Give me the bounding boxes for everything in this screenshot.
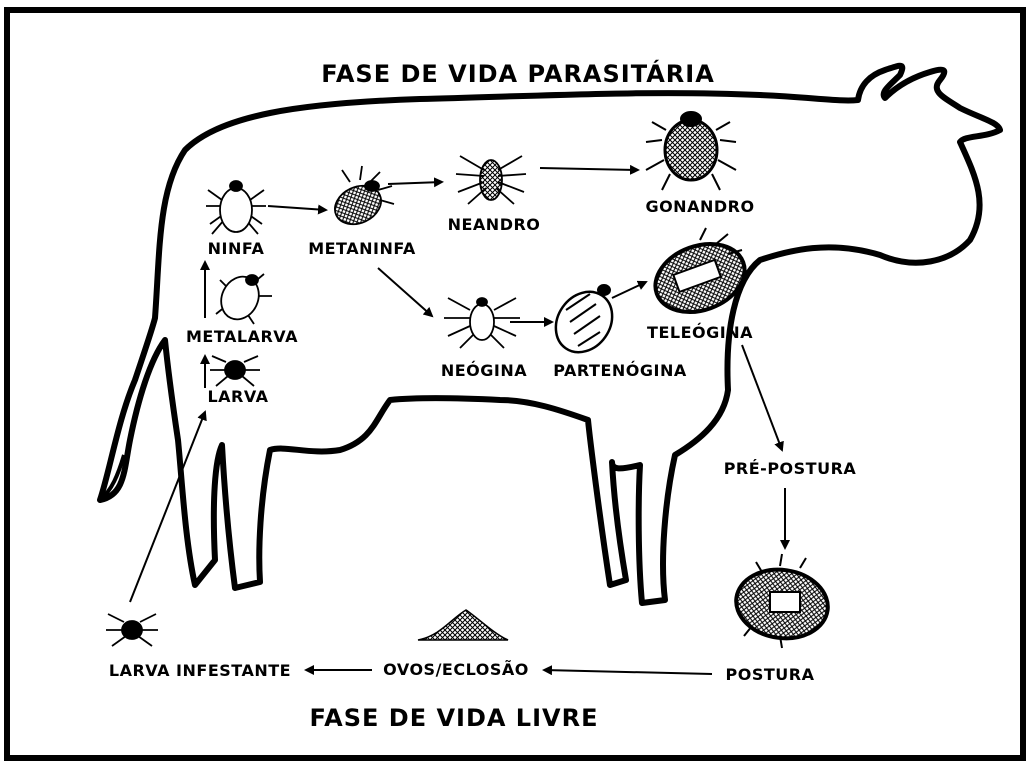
label-metaninfa: METANINFA <box>308 239 416 258</box>
arrow-postura-to-ovos <box>542 665 713 676</box>
arrow-metaninfa-to-neandro <box>387 177 444 188</box>
neandro-tick-icon <box>455 155 527 205</box>
eggs-pile-icon <box>417 609 509 641</box>
label-neogina: NEÓGINA <box>441 361 527 380</box>
arrow-ninfa-to-metaninfa <box>267 204 328 215</box>
neogina-tick-icon <box>444 297 520 349</box>
frame-border <box>4 7 1026 761</box>
title-free-living-phase: FASE DE VIDA LIVRE <box>310 704 599 732</box>
teleogina-tick-icon <box>653 227 747 314</box>
ninfa-tick-icon <box>206 180 266 235</box>
label-ninfa: NINFA <box>208 239 265 258</box>
gonandro-tick-icon <box>645 111 737 191</box>
label-neandro: NEANDRO <box>448 215 541 234</box>
larva-tick-icon <box>210 355 260 387</box>
metaninfa-tick-icon <box>334 165 395 226</box>
cow-tail-tuft <box>98 454 126 502</box>
label-partenogina: PARTENÓGINA <box>553 361 687 380</box>
arrow-metaninfa-to-neogina <box>377 267 434 318</box>
arrow-neandro-to-gonandro <box>539 164 640 175</box>
arrow-teleogina-to-pre-postura <box>741 344 784 452</box>
title-parasitic-phase: FASE DE VIDA PARASITÁRIA <box>321 59 715 88</box>
metalarva-tick-icon <box>215 273 272 325</box>
label-larva-infestante: LARVA INFESTANTE <box>109 661 291 680</box>
cow-silhouette <box>97 62 1003 606</box>
label-metalarva: METALARVA <box>186 327 298 346</box>
label-gonandro: GONANDRO <box>645 197 754 216</box>
label-teleogina: TELEÓGINA <box>647 323 753 342</box>
arrow-larva-infestante-to-larva <box>129 410 207 603</box>
postura-tick-icon <box>734 553 830 649</box>
label-larva: LARVA <box>207 387 268 406</box>
partenogina-tick-icon <box>554 284 614 354</box>
label-pre-postura: PRÉ-POSTURA <box>724 459 857 478</box>
larva-infestante-tick-icon <box>106 613 158 647</box>
arrow-partenogina-to-teleogina <box>611 280 648 299</box>
label-ovos-eclosao: OVOS/ECLOSÃO <box>383 660 529 679</box>
flow-arrows <box>129 164 790 676</box>
label-postura: POSTURA <box>726 665 815 684</box>
